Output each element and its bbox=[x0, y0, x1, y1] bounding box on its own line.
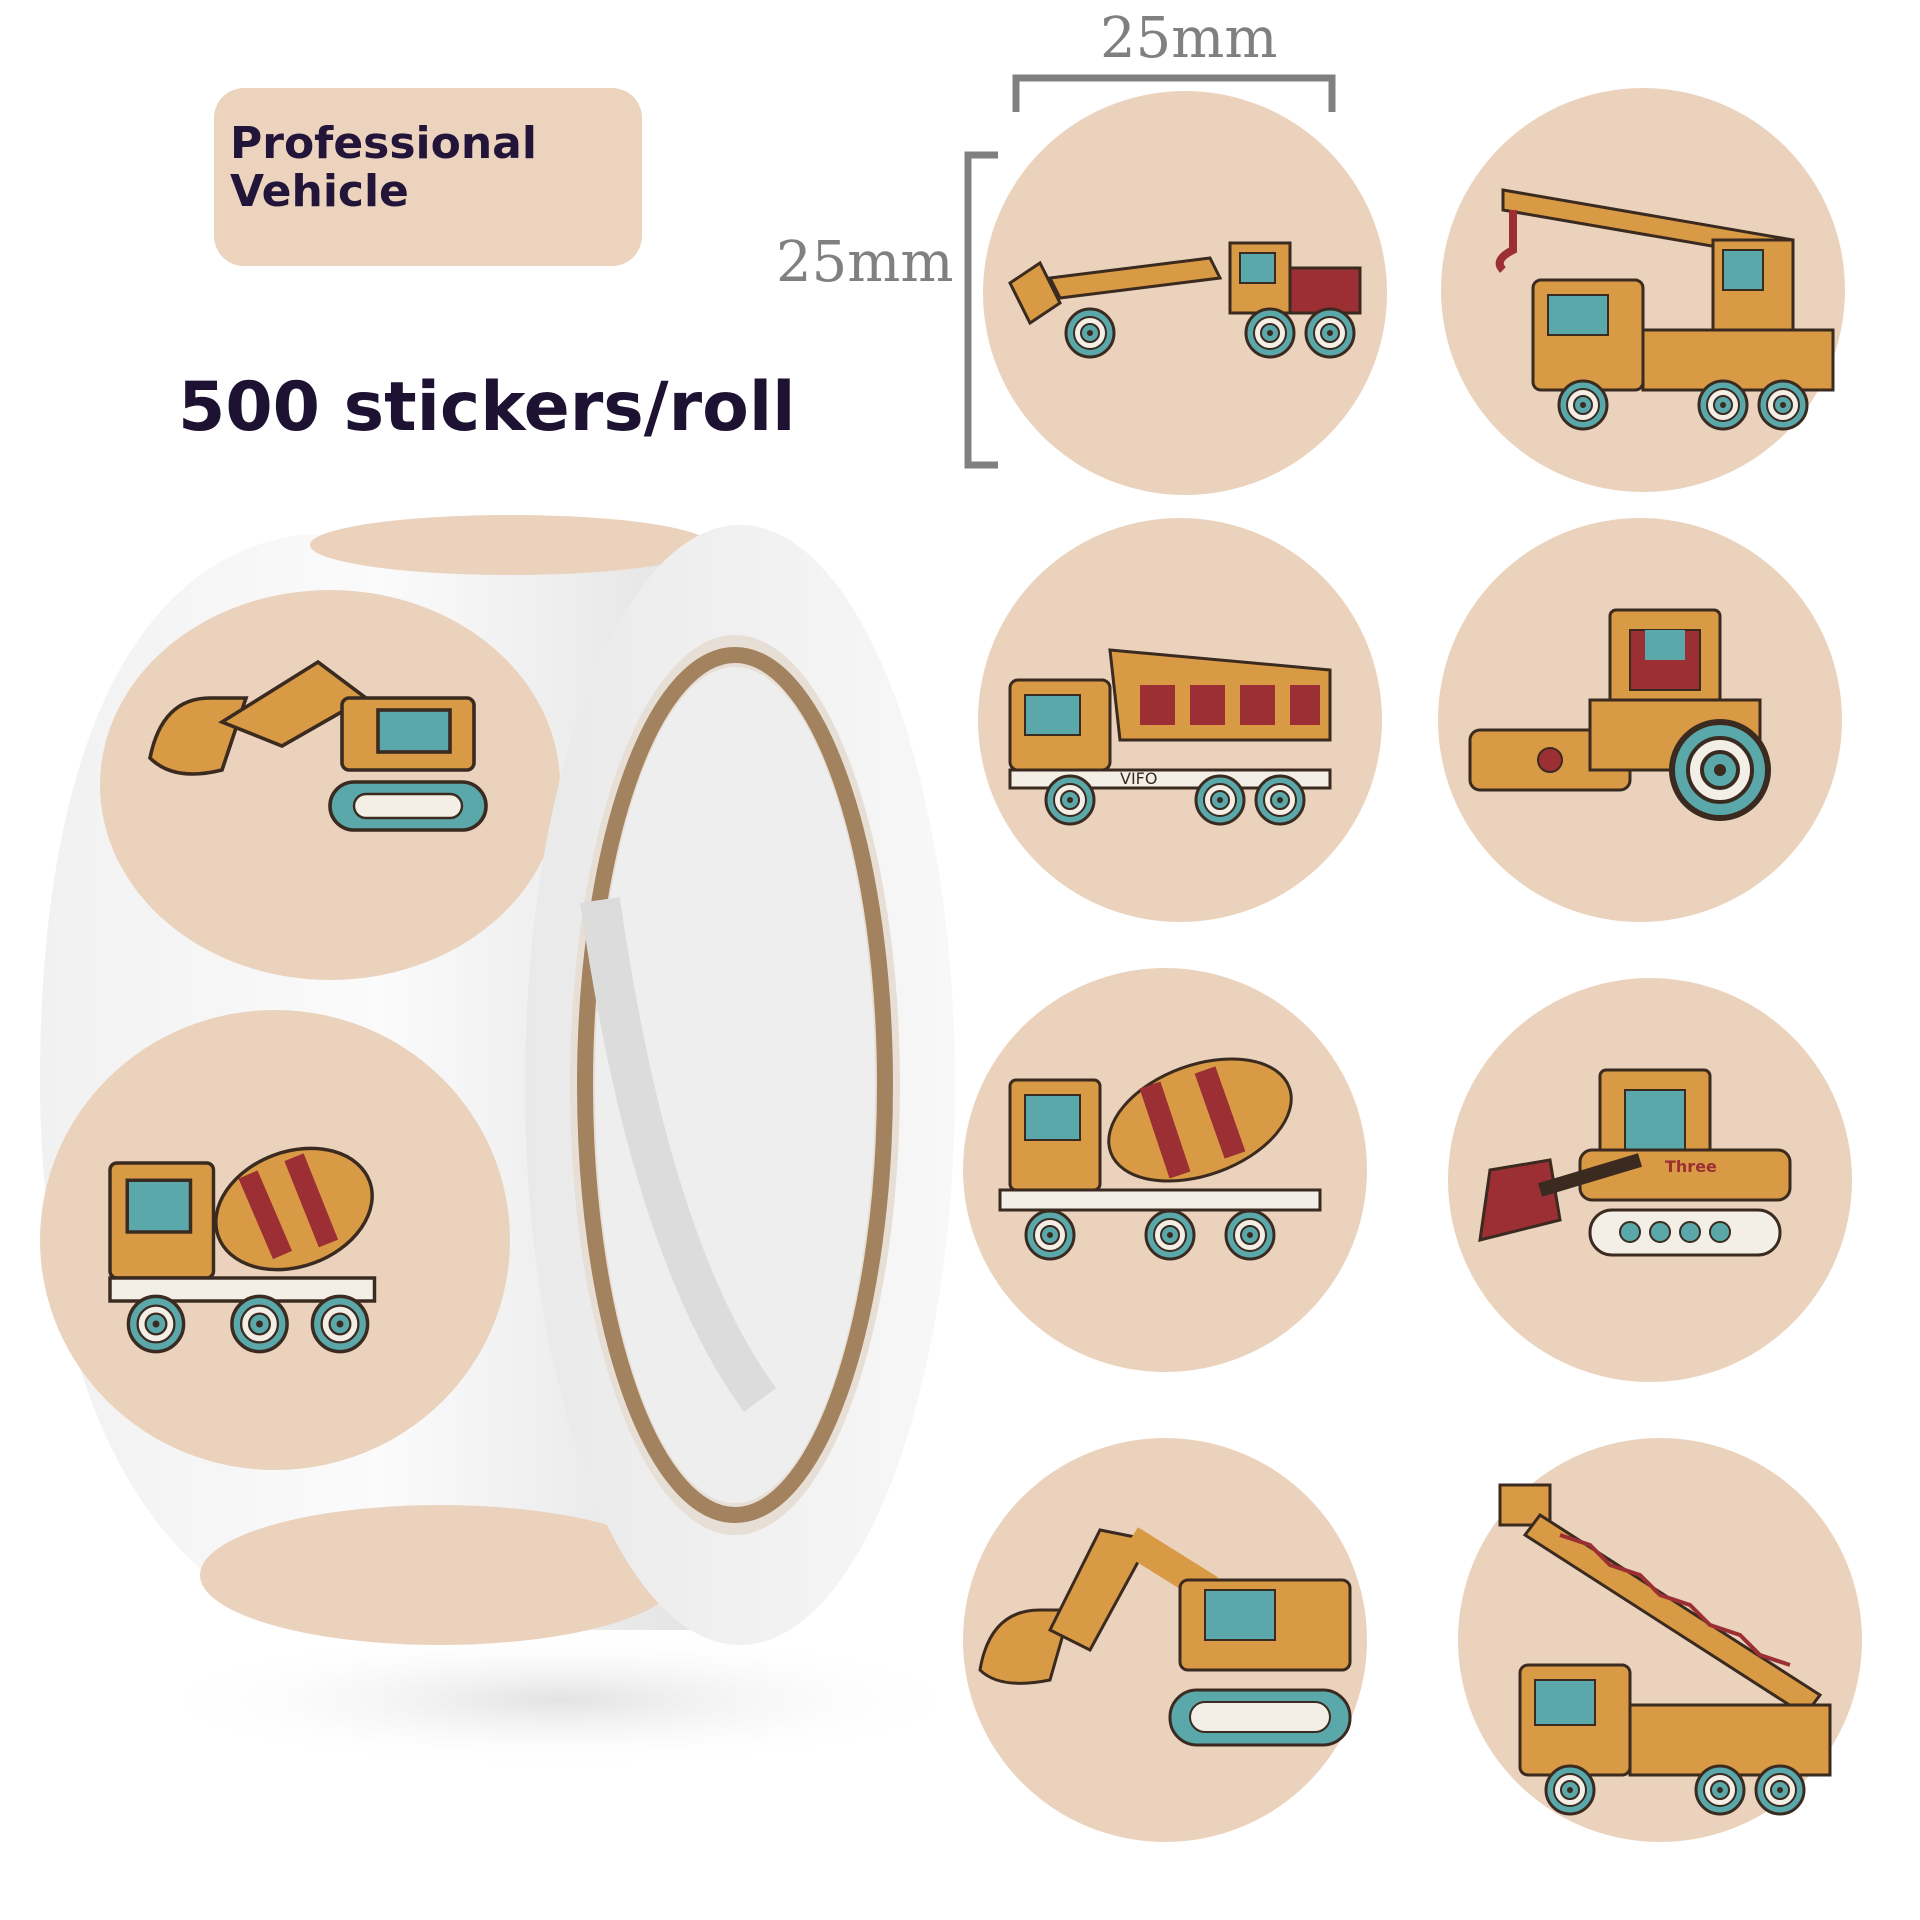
bulldozer-text: Three bbox=[1665, 1157, 1717, 1176]
roll-sticker-bottom bbox=[200, 1505, 680, 1645]
stickers-per-roll-headline: 500 stickers/roll bbox=[178, 368, 796, 447]
title-badge bbox=[214, 88, 642, 266]
sticker-aerial-ladder-truck bbox=[1458, 1438, 1862, 1842]
badge-title-line1: Professional bbox=[230, 118, 537, 169]
roll-sticker-excavator bbox=[100, 590, 560, 980]
width-dimension-label: 25mm bbox=[1100, 6, 1278, 71]
sticker-motor-grader bbox=[983, 91, 1387, 495]
roll-sticker-top bbox=[310, 515, 710, 575]
sticker-bulldozer: Three bbox=[1448, 978, 1852, 1382]
width-dimension-bracket bbox=[1012, 74, 1336, 112]
sticker-cement-mixer bbox=[963, 968, 1367, 1372]
dump-truck-text: VIFO bbox=[1120, 769, 1157, 788]
sticker-roll bbox=[40, 515, 980, 1770]
sticker-dump-truck: VIFO bbox=[978, 518, 1382, 922]
height-dimension-label: 25mm bbox=[776, 230, 954, 295]
sticker-excavator bbox=[963, 1438, 1367, 1842]
sticker-road-roller bbox=[1438, 518, 1842, 922]
roll-mixer-icon bbox=[108, 1146, 377, 1354]
height-dimension-bracket bbox=[964, 151, 998, 469]
badge-title: Professional Vehicle bbox=[230, 120, 537, 216]
roll-excavator-icon bbox=[148, 659, 488, 832]
badge-title-line2: Vehicle bbox=[230, 166, 409, 217]
roll-core bbox=[577, 647, 893, 1523]
sticker-crane-truck bbox=[1441, 88, 1845, 492]
